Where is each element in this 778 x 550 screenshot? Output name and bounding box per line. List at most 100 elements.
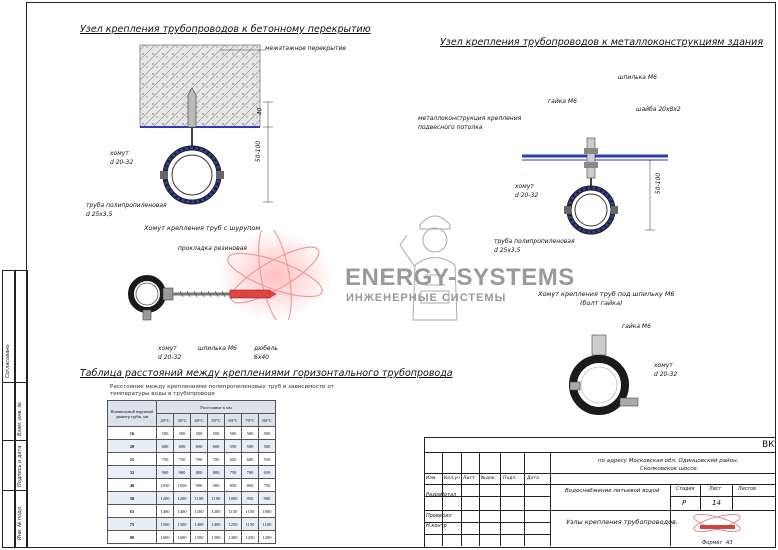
drawing2-pipe-label: труба полипропиленовая	[494, 238, 575, 245]
value-cell: 750	[156, 452, 174, 466]
value-cell: 500	[190, 426, 208, 440]
value-cell: 1150	[241, 517, 259, 531]
col-group-header: Расстояние в мм	[156, 400, 276, 414]
watermark-subtitle: ИНЖЕНЕРНЫЕ СИСТЕМЫ	[346, 292, 507, 304]
drawing4-nut-label: гайка М6	[622, 323, 651, 330]
stamp-col-ndok: №док.	[481, 476, 496, 481]
diameter-cell: 90	[107, 530, 157, 544]
value-cell: 750	[173, 452, 191, 466]
value-cell: 1400	[224, 530, 242, 544]
stamp-col-data: Дата	[527, 476, 539, 481]
value-cell: 1600	[156, 530, 174, 544]
table-title: Таблица расстояний между креплениями гор…	[80, 368, 453, 379]
value-cell: 500	[241, 439, 259, 453]
value-cell: 1500	[156, 517, 174, 531]
side-strip-2	[2, 270, 16, 548]
drawing4-stud-clamp	[569, 334, 639, 415]
value-cell: 1400	[207, 517, 225, 531]
stamp-stage-header: Стадия	[676, 487, 695, 492]
value-cell: 750	[258, 478, 276, 492]
value-cell: 1050	[173, 478, 191, 492]
value-cell: 1500	[190, 530, 208, 544]
stamp-sheets-header: Листов	[738, 487, 756, 492]
value-cell: 1100	[190, 491, 208, 505]
drawing4-clamp-size: d 20-32	[654, 371, 678, 378]
value-cell: 950	[241, 491, 259, 505]
drawing2-stud-label: шпилька М6	[618, 74, 657, 81]
diameter-cell: 50	[107, 491, 157, 505]
col-header-diameter: Номинальный наружный диаметр трубы, мм	[107, 400, 157, 427]
drawing3-title: Хомут крепления труб с шурупом	[144, 224, 261, 232]
value-cell: 1200	[173, 491, 191, 505]
format-label: Формат	[702, 540, 723, 546]
drawing1-dim-50-100: 50-100	[255, 140, 263, 163]
value-cell: 1150	[224, 504, 242, 518]
stamp-col-koluch: Кол.уч	[444, 476, 460, 481]
stamp-stage-value: Р	[682, 499, 687, 507]
drawing3-clamp-label: хомут	[158, 345, 177, 352]
drawing2-title: Узел крепления трубопроводов к металлоко…	[440, 37, 764, 48]
value-cell: 1400	[173, 504, 191, 518]
title-block	[424, 437, 776, 548]
value-cell: 800	[207, 465, 225, 479]
value-cell: 1400	[156, 504, 174, 518]
table-caption: Расстояние между креплениями полипропиле…	[110, 384, 335, 397]
value-cell: 1500	[173, 517, 191, 531]
value-cell: 900	[156, 465, 174, 479]
diameter-cell: 63	[107, 504, 157, 518]
value-cell: 650	[258, 465, 276, 479]
drawing3-gasket-label: прокладка резиновая	[178, 245, 247, 252]
stamp-role-checker: Проверил	[426, 513, 452, 519]
value-cell: 550	[224, 439, 242, 453]
side-label-soglas: Согласовано	[5, 344, 11, 378]
company-logo	[693, 514, 741, 532]
temp-header: 40°C	[190, 413, 208, 427]
temp-header: 50°C	[207, 413, 225, 427]
side-label-sign: Подпись и дата	[17, 445, 23, 487]
value-cell: 700	[190, 452, 208, 466]
value-cell: 850	[224, 478, 242, 492]
value-cell: 1300	[207, 504, 225, 518]
drawing2-dim-50-100: 50-100	[655, 172, 663, 195]
stamp-role-ncontrol: Н.контр	[426, 523, 447, 529]
drawing2-nut-label: гайка М6	[548, 98, 577, 105]
value-cell: 1300	[190, 504, 208, 518]
diameter-cell: 25	[107, 452, 157, 466]
value-cell: 700	[241, 465, 259, 479]
value-cell: 1200	[258, 530, 276, 544]
stamp-sheet-header: Лист	[709, 487, 722, 492]
value-cell: 500	[224, 426, 242, 440]
drawing-frame	[26, 2, 776, 548]
stamp-address1: по адресу Московская обл. Одинцовский ра…	[598, 458, 739, 464]
temp-header: 80°C	[258, 413, 276, 427]
value-cell: 500	[207, 426, 225, 440]
value-cell: 600	[241, 452, 259, 466]
value-cell: 1100	[207, 491, 225, 505]
value-cell: 500	[241, 426, 259, 440]
temp-header: 70°C	[241, 413, 259, 427]
value-cell: 500	[258, 426, 276, 440]
format-value: А3	[726, 540, 733, 546]
temp-header: 20°C	[156, 413, 174, 427]
value-cell: 1600	[173, 530, 191, 544]
value-cell: 1000	[258, 504, 276, 518]
stamp-sheet-value: 14	[712, 499, 721, 507]
value-cell: 1400	[190, 517, 208, 531]
value-cell: 500	[173, 426, 191, 440]
side-label-vzam: Взам. инв. №	[17, 402, 23, 436]
drawing2-frame-label1: металлоконструкция крепления	[418, 115, 522, 122]
drawing2-pipe-size: d 25x3,5	[494, 247, 521, 254]
watermark-engineer-figure	[399, 215, 458, 321]
value-cell: 600	[207, 439, 225, 453]
drawing2-frame-label2: подвесного потолка	[418, 124, 483, 131]
stamp-col-list: Лист	[463, 476, 475, 481]
spacing-table: Номинальный наружный диаметр трубы, мм Р…	[107, 400, 276, 544]
drawing1-pipe-label: труба полипропиленовая	[86, 202, 167, 209]
